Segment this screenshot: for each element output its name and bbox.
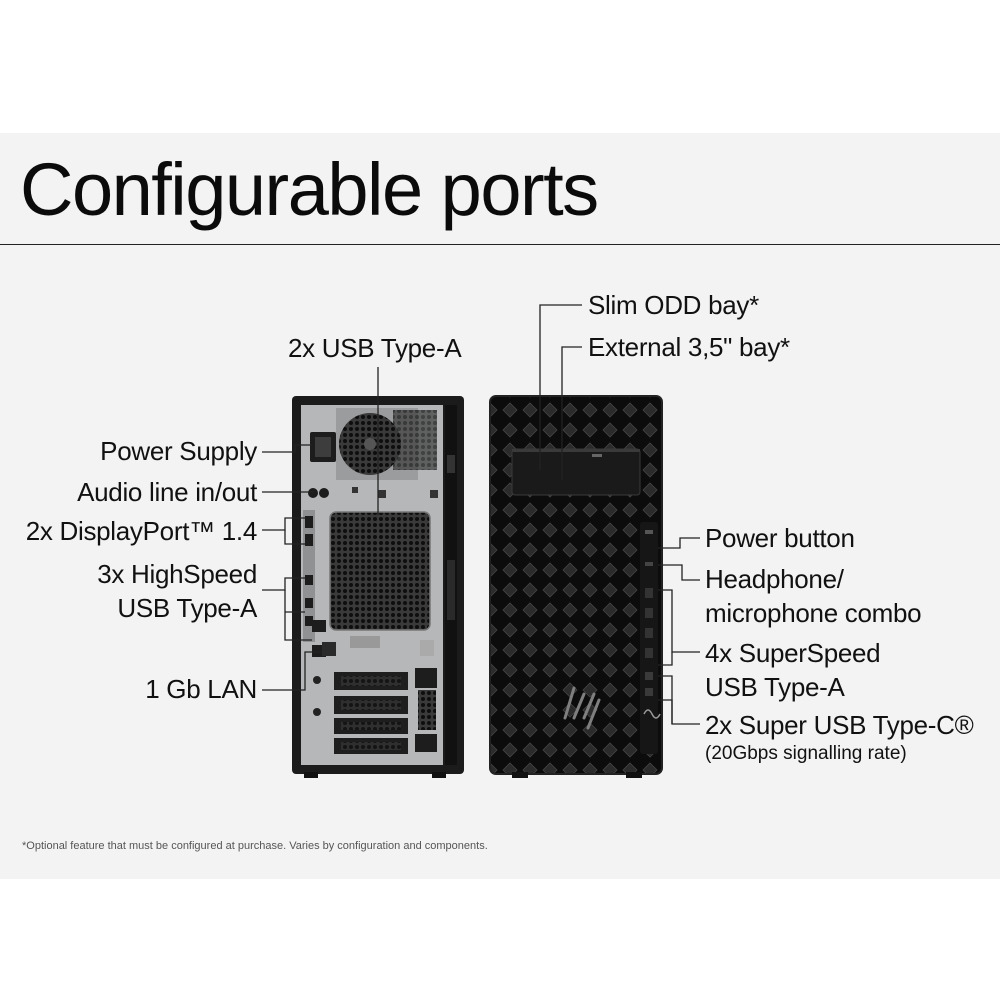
page-title: Configurable ports bbox=[20, 148, 599, 231]
label-highspeed-usb-line2: USB Type-A bbox=[117, 593, 257, 623]
footnote: *Optional feature that must be configure… bbox=[22, 840, 488, 852]
hp-logo-icon bbox=[563, 686, 601, 730]
leader-lines bbox=[262, 304, 700, 725]
label-headphone-line1: Headphone/ bbox=[705, 564, 844, 594]
label-slim-odd-bay: Slim ODD bay* bbox=[588, 290, 759, 320]
label-superspeed-line2: USB Type-A bbox=[705, 672, 845, 702]
label-highspeed-usb-line1: 3x HighSpeed bbox=[97, 559, 257, 589]
label-usb-type-c-rate: (20Gbps signalling rate) bbox=[705, 743, 907, 764]
front-tower bbox=[489, 395, 663, 778]
label-audio-line: Audio line in/out bbox=[77, 477, 257, 507]
label-lan: 1 Gb LAN bbox=[145, 674, 257, 704]
label-headphone-line2: microphone combo bbox=[705, 598, 922, 628]
label-power-supply: Power Supply bbox=[100, 436, 257, 466]
title-divider bbox=[0, 244, 1000, 245]
label-usb-type-c: 2x Super USB Type-C® bbox=[705, 710, 974, 740]
label-displayport: 2x DisplayPort™ 1.4 bbox=[25, 516, 258, 546]
rear-tower bbox=[292, 396, 464, 778]
label-power-button: Power button bbox=[705, 523, 855, 553]
label-superspeed-line1: 4x SuperSpeed bbox=[705, 638, 881, 668]
label-usb-type-a-top: 2x USB Type-A bbox=[288, 333, 462, 363]
label-external-bay: External 3,5" bay* bbox=[588, 332, 790, 362]
